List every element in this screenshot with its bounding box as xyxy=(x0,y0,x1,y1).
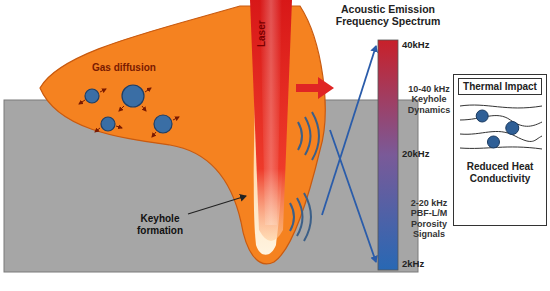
frequency-tick: 20kHz xyxy=(402,149,448,160)
band-label: 2-20 kHz PBF-L/M Porosity Signals xyxy=(404,198,454,239)
art-part xyxy=(145,88,151,92)
diffusion-arrows xyxy=(79,88,179,137)
signal-line xyxy=(322,46,376,215)
heat-flow-line xyxy=(460,105,542,108)
box-heading: Thermal Impact xyxy=(458,78,542,95)
scan-direction-arrow xyxy=(296,77,334,99)
art-part xyxy=(304,193,311,241)
info-box: Thermal ImpactReduced Heat Conductivity xyxy=(453,74,547,226)
pool-label: Gas diffusion xyxy=(92,62,182,74)
heat-flow-line xyxy=(460,131,542,141)
keyhole-label: Keyhole formation xyxy=(132,213,188,236)
art-part xyxy=(290,203,294,231)
frequency-color-bar xyxy=(378,40,398,270)
beam-label: Laser xyxy=(256,4,268,64)
art-part xyxy=(312,112,319,160)
art-part xyxy=(79,100,85,104)
band-label: 10-40 kHz Keyhole Dynamics xyxy=(404,84,454,115)
pore xyxy=(476,110,488,122)
flow-icon xyxy=(454,75,548,227)
bubble xyxy=(85,89,99,103)
art-part xyxy=(116,126,122,128)
art-part xyxy=(152,132,156,137)
art-part xyxy=(305,117,311,155)
art-part xyxy=(95,128,100,132)
bubble xyxy=(122,85,144,107)
pore xyxy=(506,122,519,135)
signal-line xyxy=(330,130,376,262)
bubble xyxy=(154,115,172,133)
heat-flow-line xyxy=(460,116,542,127)
box-caption: Reduced Heat Conductivity xyxy=(458,161,542,184)
art-part xyxy=(142,106,146,111)
pore xyxy=(487,136,499,148)
art-part xyxy=(119,106,124,111)
bubble xyxy=(101,117,115,131)
art-part xyxy=(173,117,179,120)
laser-beam xyxy=(250,0,292,241)
gas-bubbles xyxy=(85,85,172,133)
spectrum-title: Acoustic Emission Frequency Spectrum xyxy=(322,3,454,27)
art-part xyxy=(297,198,303,236)
frequency-tick: 2kHz xyxy=(402,259,448,270)
art-part xyxy=(100,89,106,92)
leader-line xyxy=(188,196,246,214)
art-part xyxy=(298,122,302,150)
frequency-tick: 40kHz xyxy=(402,40,448,51)
acoustic-waves xyxy=(290,112,319,241)
heat-flow-line xyxy=(460,147,542,149)
